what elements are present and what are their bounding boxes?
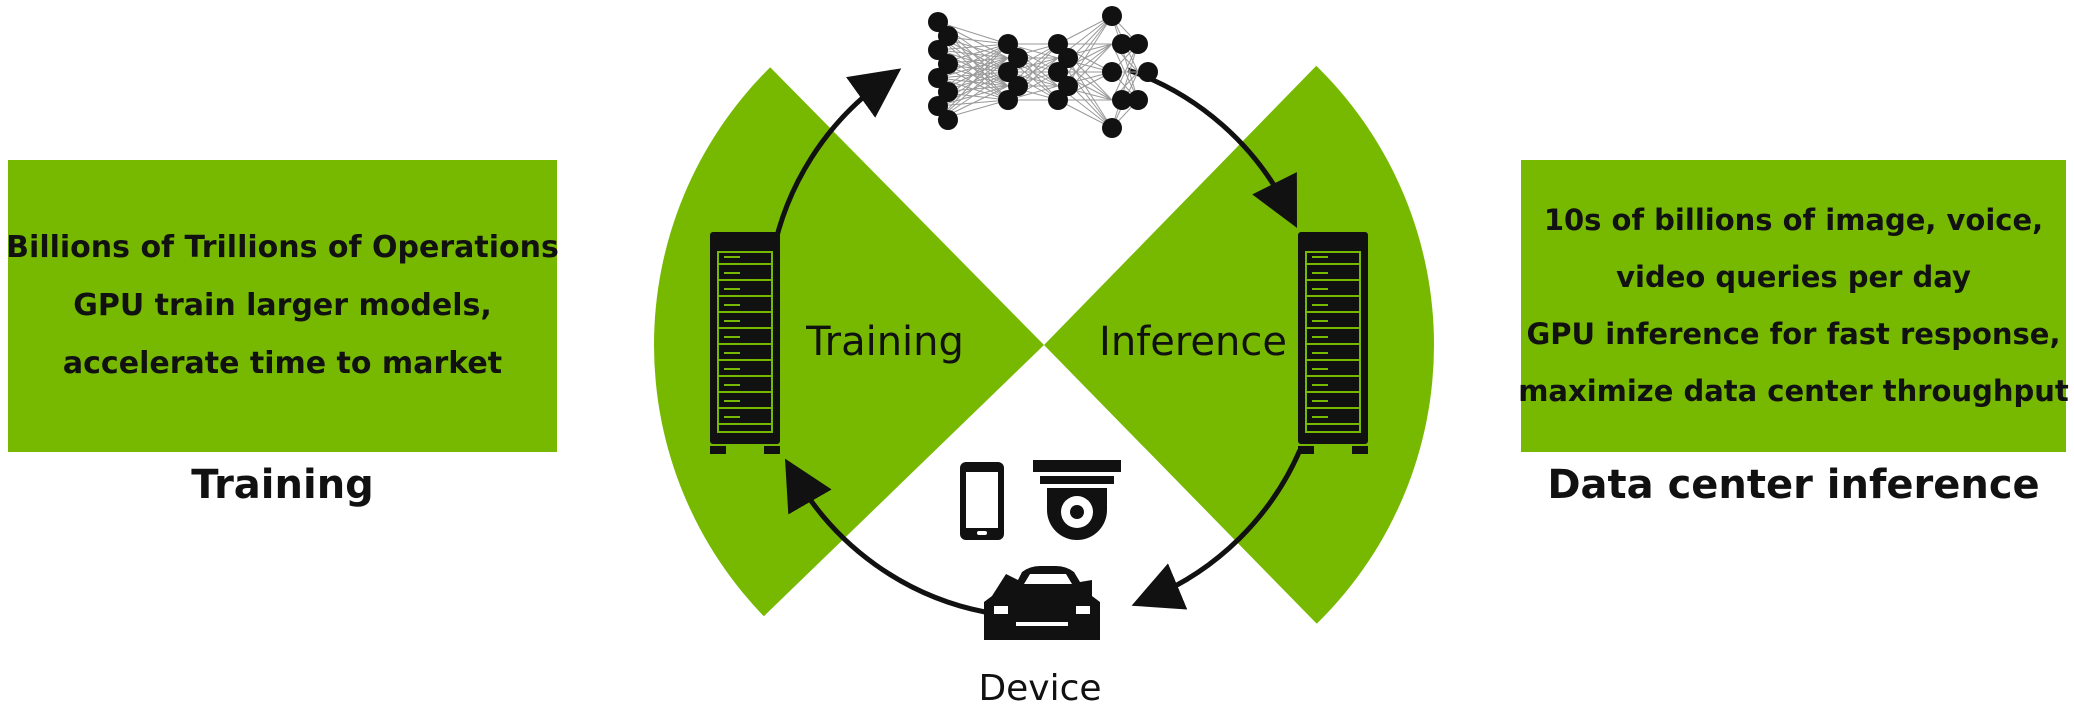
training-description-box: Billions of Trillions of Operations GPU … [6,160,559,452]
neural-network-node [1058,76,1078,96]
neural-network-node [998,62,1018,82]
left-server-rack-icon [710,232,780,454]
neural-network-node [998,34,1018,54]
inference-description-line: GPU inference for fast response, [1526,317,2061,351]
neural-network-node [1008,76,1028,96]
car-icon [984,566,1100,640]
inference-description-box: 10s of billions of image, voice, video q… [1518,160,2069,452]
inference-description-line: video queries per day [1616,260,1971,294]
smartphone-icon [960,462,1004,540]
left-green-sector [654,62,1044,618]
inference-caption: Data center inference [1547,462,2040,508]
neural-network-node [1048,34,1068,54]
neural-network-node [998,90,1018,110]
neural-network-node [928,12,948,32]
neural-network-icon [928,6,1158,138]
neural-network-node [1102,62,1122,82]
training-diagram-label: Training [805,319,964,365]
neural-network-node [928,96,948,116]
neural-network-node [1058,48,1078,68]
neural-network-node [1128,90,1148,110]
green-sectors [654,62,1434,625]
training-caption: Training [191,462,374,508]
device-label: Device [978,668,1101,708]
neural-network-node [938,110,958,130]
inference-description-line: 10s of billions of image, voice, [1543,203,2044,237]
inference-description-line: maximize data center throughput [1518,374,2069,408]
neural-network-node [1128,34,1148,54]
neural-network-node [1048,62,1068,82]
neural-network-node [938,54,958,74]
neural-network-node [1102,118,1122,138]
neural-network-node [1112,34,1132,54]
neural-network-node [1008,48,1028,68]
neural-network-node [928,68,948,88]
training-description-line: accelerate time to market [62,346,503,381]
right-server-rack-icon [1298,232,1368,454]
inference-diagram-label: Inference [1099,319,1287,365]
neural-network-node [1102,6,1122,26]
training-description-line: GPU train larger models, [73,288,492,323]
neural-network-node [938,26,958,46]
neural-network-node [928,40,948,60]
right-green-sector [1044,62,1434,625]
security-camera-icon [1033,460,1121,540]
neural-network-node [1048,90,1068,110]
neural-network-node [1112,90,1132,110]
training-description-line: Billions of Trillions of Operations [6,230,559,265]
neural-network-node [938,82,958,102]
neural-network-node [1138,62,1158,82]
